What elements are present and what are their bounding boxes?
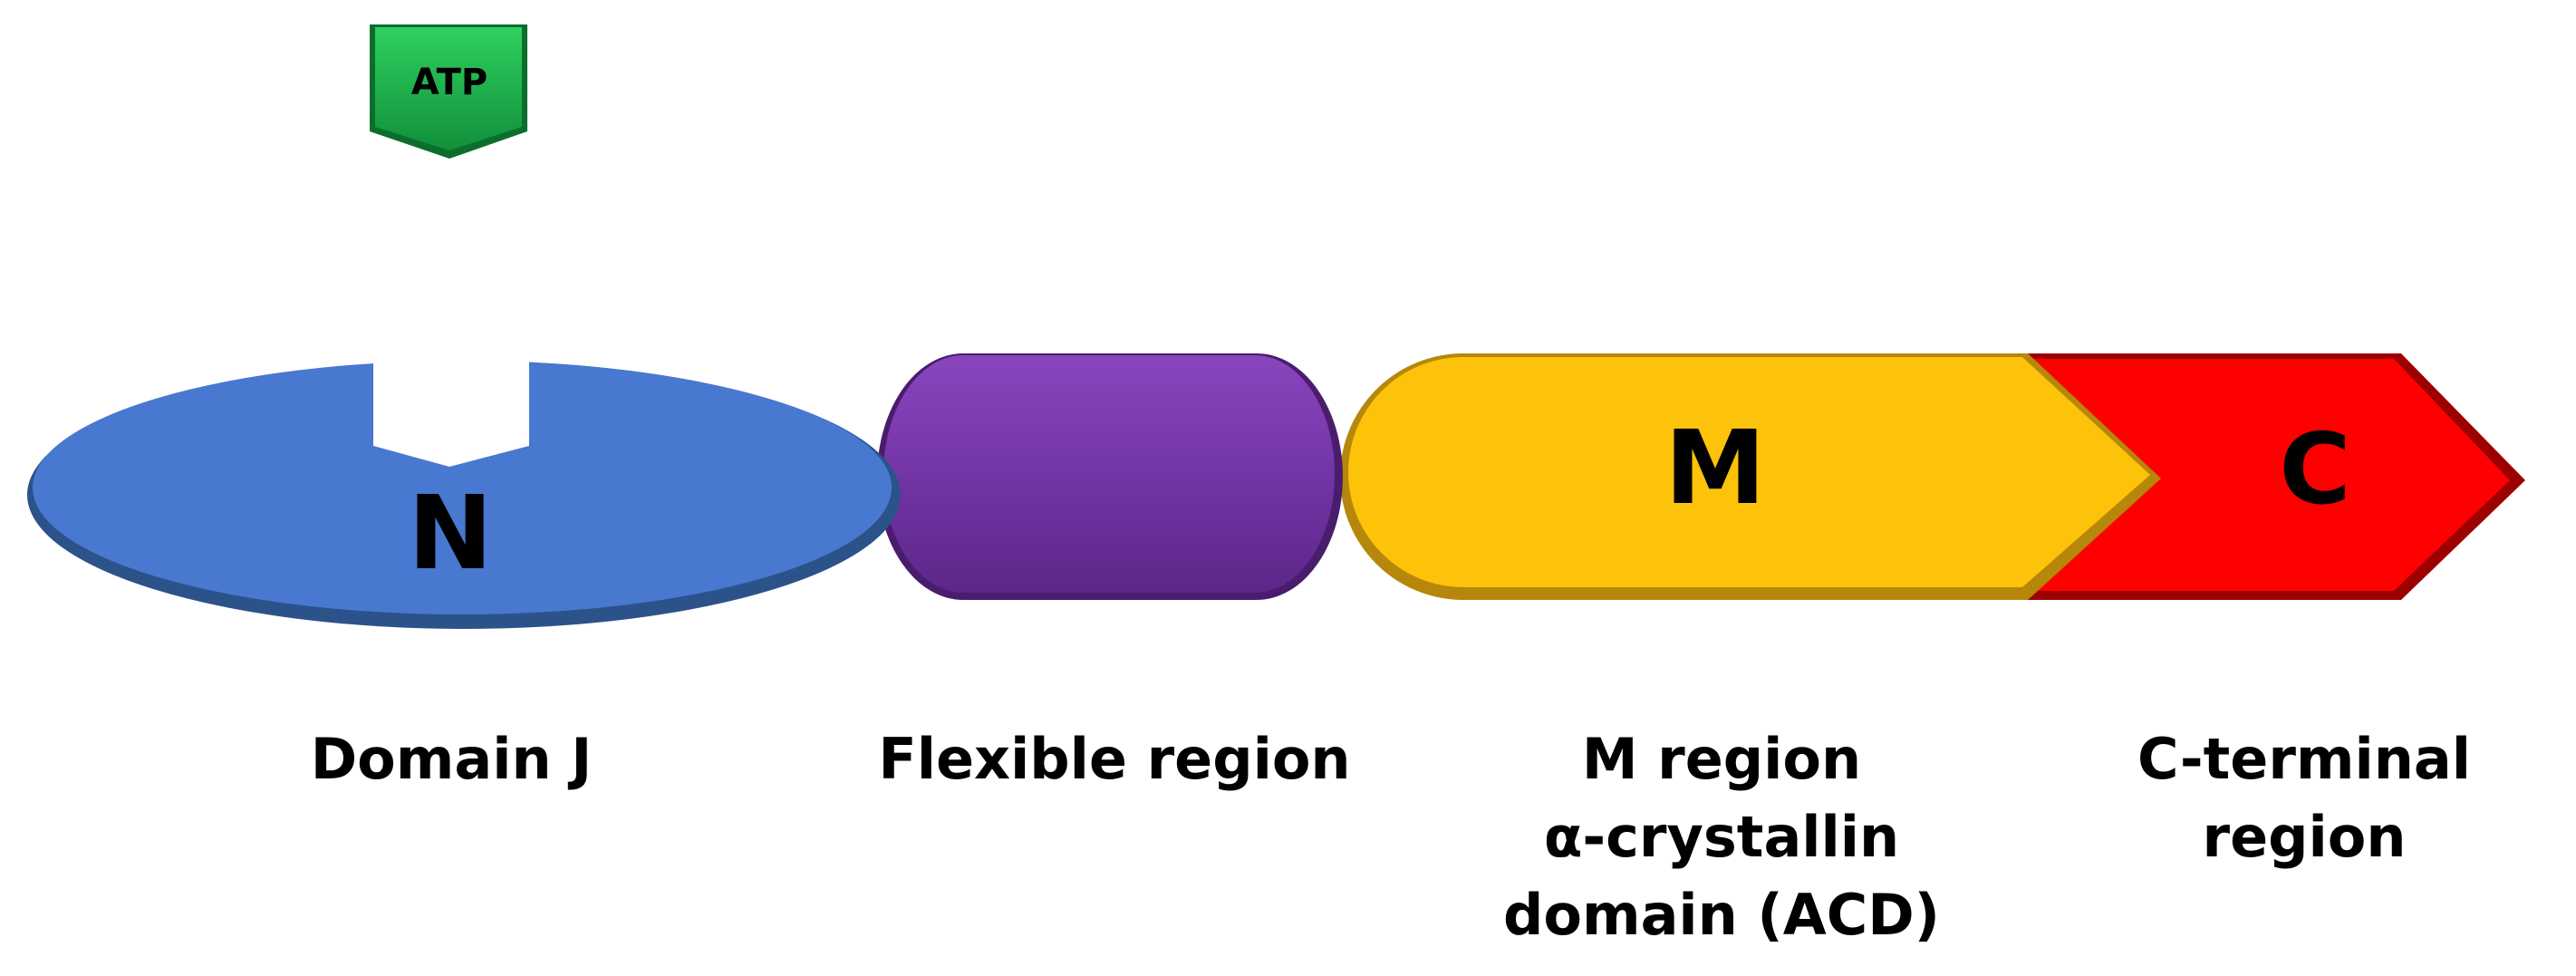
caption-c-terminal-line2: region bbox=[2202, 804, 2407, 870]
atp-tag: ATP bbox=[370, 24, 527, 159]
caption-domain-j: Domain J bbox=[198, 720, 705, 798]
flexible-body bbox=[883, 355, 1335, 593]
caption-c-terminal-line1: C-terminal bbox=[2137, 726, 2471, 792]
c-terminal-domain-shape: C bbox=[2022, 353, 2525, 600]
caption-flexible-region: Flexible region bbox=[797, 720, 1432, 798]
n-domain-letter: N bbox=[408, 475, 493, 593]
atp-tag-body bbox=[375, 27, 522, 150]
m-domain-letter: M bbox=[1664, 410, 1765, 527]
c-arrow-body bbox=[2030, 359, 2510, 591]
caption-m-region-line1: M region bbox=[1581, 726, 1862, 792]
caption-m-region: M region α-crystallin domain (ACD) bbox=[1432, 720, 2012, 954]
n-domain-shape: N bbox=[27, 349, 901, 629]
caption-m-region-line2: α-crystallin bbox=[1543, 804, 1900, 870]
caption-domain-j-line1: Domain J bbox=[310, 726, 593, 792]
caption-flexible-region-line1: Flexible region bbox=[878, 726, 1351, 792]
m-shape-body bbox=[1348, 357, 2150, 587]
caption-m-region-line3: domain (ACD) bbox=[1502, 882, 1940, 948]
flexible-region-domain-shape bbox=[877, 353, 1343, 600]
m-region-domain-shape: M bbox=[1340, 353, 2161, 600]
c-domain-letter: C bbox=[2279, 413, 2350, 527]
atp-label: ATP bbox=[411, 62, 487, 103]
caption-c-terminal-region: C-terminal region bbox=[2041, 720, 2567, 876]
n-ellipse-body bbox=[33, 361, 892, 614]
atp-binding-notch bbox=[373, 349, 529, 467]
